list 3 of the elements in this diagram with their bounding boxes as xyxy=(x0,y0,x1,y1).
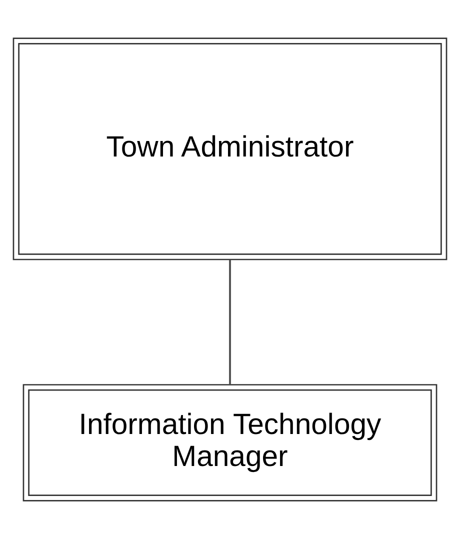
node-box: Town Administrator xyxy=(12,38,448,260)
connector xyxy=(229,260,231,384)
node-box: Information Technology Manager xyxy=(22,384,438,502)
